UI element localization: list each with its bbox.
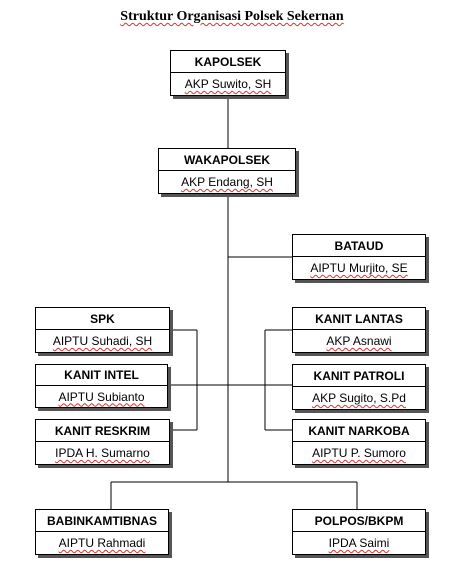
- node-role: KANIT NARKOBA: [293, 420, 425, 442]
- node-kanit-narkoba: KANIT NARKOBA AIPTU P. Sumoro: [292, 419, 426, 465]
- node-role: KANIT LANTAS: [293, 308, 425, 330]
- node-person: AKP Endang, SH: [181, 175, 273, 189]
- node-role: BATAUD: [293, 235, 425, 257]
- node-role: KAPOLSEK: [171, 51, 285, 73]
- node-spk: SPK AIPTU Suhadi, SH: [35, 307, 170, 353]
- node-kapolsek: KAPOLSEK AKP Suwito, SH: [170, 50, 286, 96]
- node-role: KANIT INTEL: [36, 365, 167, 386]
- node-person: AIPTU Subianto: [58, 389, 145, 404]
- node-person: AIPTU Rahmadi: [58, 536, 146, 550]
- node-babinkamtibnas: BABINKAMTIBNAS AIPTU Rahmadi: [35, 509, 169, 555]
- node-person: AKP Asnawi: [326, 334, 392, 348]
- node-bataud: BATAUD AIPTU Murjito, SE: [292, 234, 426, 280]
- node-role: BABINKAMTIBNAS: [36, 510, 168, 532]
- node-person: AIPTU Suhadi, SH: [52, 334, 153, 348]
- node-person: AKP Sugito, S.Pd: [312, 391, 406, 405]
- node-kanit-reskrim: KANIT RESKRIM IPDA H. Sumarno: [35, 419, 170, 465]
- node-person: IPDA H. Sumarno: [55, 446, 150, 460]
- node-role: SPK: [36, 308, 169, 330]
- node-kanit-lantas: KANIT LANTAS AKP Asnawi: [292, 307, 426, 353]
- node-person: AIPTU Murjito, SE: [310, 261, 408, 275]
- chart-title: Struktur Organisasi Polsek Sekernan: [120, 9, 344, 24]
- node-person: IPDA Saimi: [328, 536, 390, 550]
- node-role: POLPOS/BKPM: [293, 510, 425, 532]
- node-wakapolsek: WAKAPOLSEK AKP Endang, SH: [158, 148, 296, 194]
- node-role: KANIT RESKRIM: [36, 420, 169, 442]
- node-person: AKP Suwito, SH: [184, 77, 272, 91]
- node-person: AIPTU P. Sumoro: [312, 446, 406, 460]
- node-polpos: POLPOS/BKPM IPDA Saimi: [292, 509, 426, 555]
- node-role: WAKAPOLSEK: [159, 149, 295, 171]
- node-kanit-patroli: KANIT PATROLI AKP Sugito, S.Pd: [292, 364, 426, 410]
- node-role: KANIT PATROLI: [293, 365, 425, 387]
- node-kanit-intel: KANIT INTEL AIPTU Subianto: [35, 364, 168, 408]
